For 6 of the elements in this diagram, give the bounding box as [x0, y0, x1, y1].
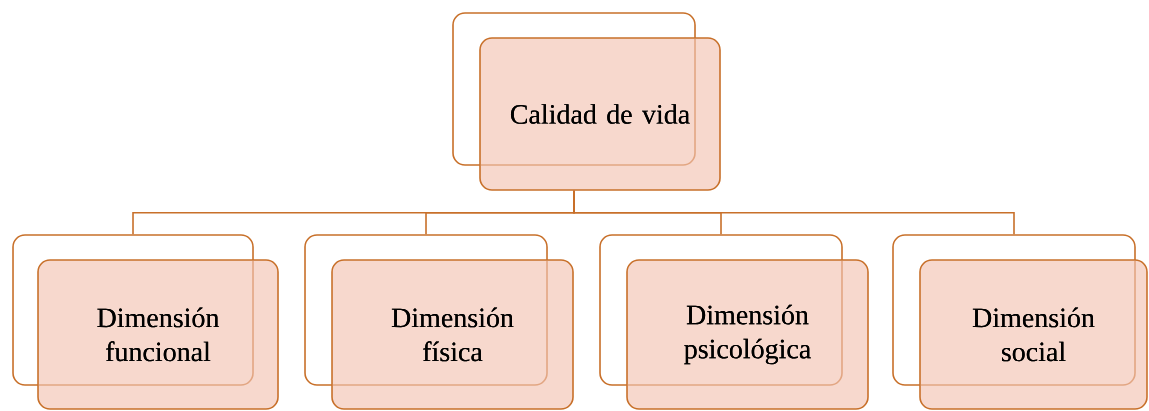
- card-stack: Dimensión física: [304, 234, 574, 410]
- card-stack: Dimensión social: [892, 234, 1148, 410]
- card-stack: Dimensión psicológica: [599, 234, 869, 410]
- card-stack: Calidad de vida: [452, 12, 721, 191]
- card-stack: Dimensión funcional: [12, 234, 279, 410]
- connector-line: [573, 190, 1015, 235]
